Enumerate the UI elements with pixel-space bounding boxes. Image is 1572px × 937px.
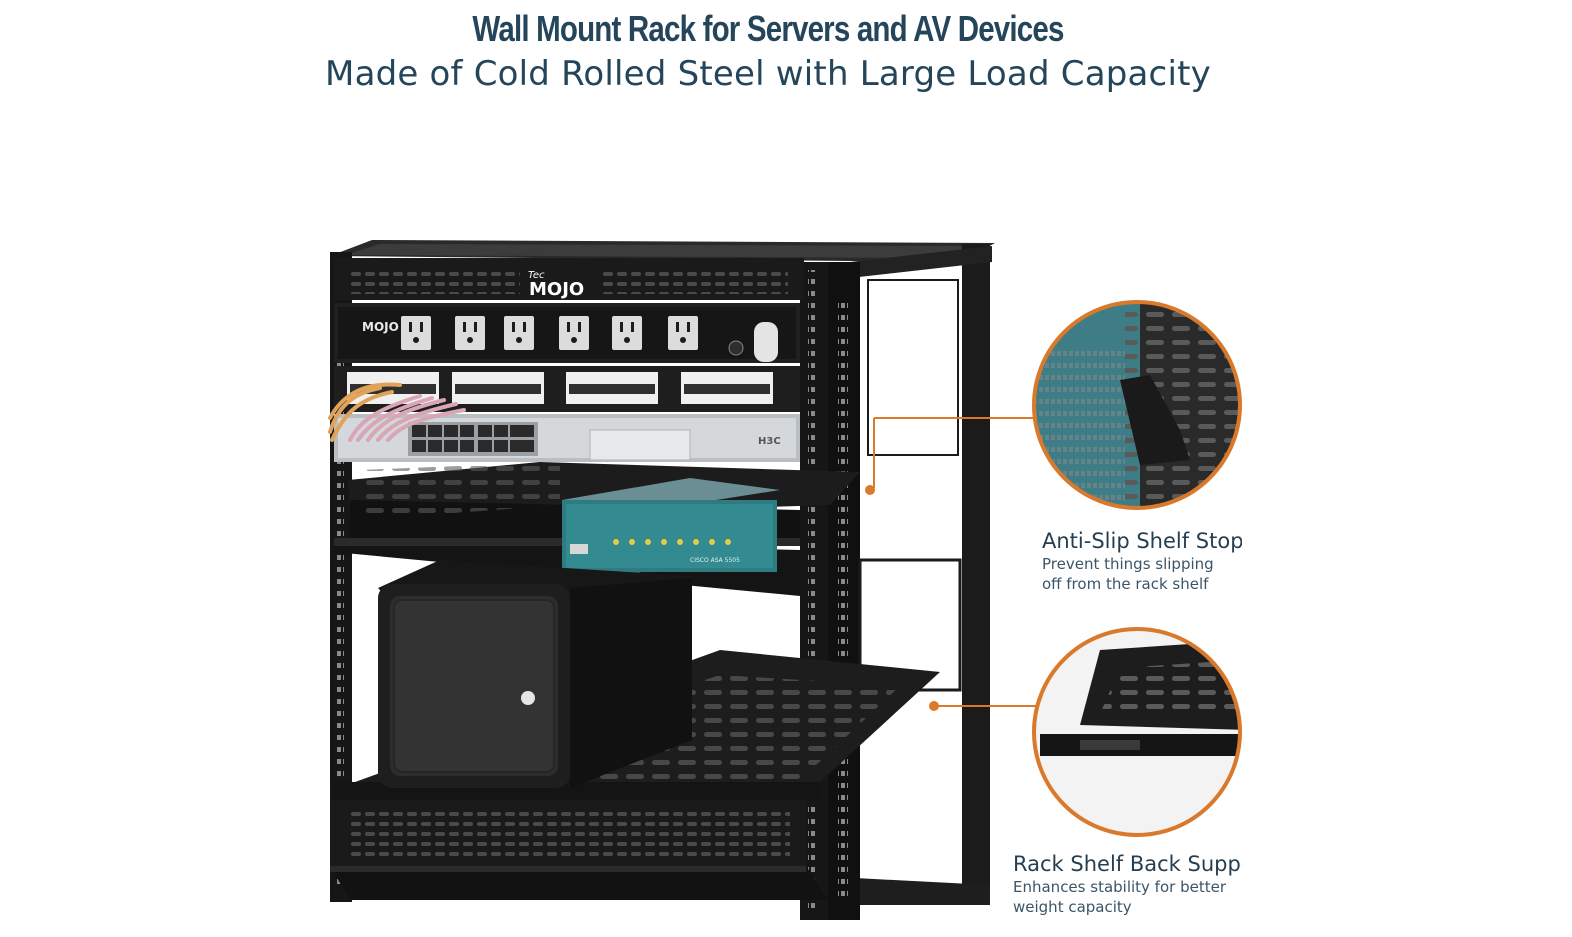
anti-slip-zoom-circle: [1032, 300, 1242, 510]
nas-device: [378, 560, 692, 788]
firewall-brand: CISCO ASA 5505: [690, 557, 740, 564]
callout-title: Anti-Slip Shelf Stop: [1042, 529, 1242, 553]
rack-frame: [330, 240, 995, 920]
firewall-device: CISCO ASA 5505: [562, 478, 780, 574]
rack-logo-small: Tec: [528, 270, 545, 281]
callout-desc: Enhances stability for better: [1013, 878, 1226, 896]
pdu-logo: MOJO: [362, 320, 399, 334]
callout-desc: off from the rack shelf: [1042, 575, 1209, 593]
page-title: Wall Mount Rack for Servers and AV Devic…: [472, 8, 1064, 49]
power-strip: MOJO: [334, 303, 800, 363]
bottom-vent-panel: [330, 800, 828, 900]
callout-title: Rack Shelf Back Support: [1013, 852, 1242, 876]
callout-desc: Prevent things slipping: [1042, 555, 1214, 573]
callout-desc: weight capacity: [1013, 898, 1132, 916]
patch-panel: [334, 366, 800, 412]
top-vent-panel: Tec MOJO: [334, 258, 804, 300]
page-subtitle: Made of Cold Rolled Steel with Large Loa…: [325, 54, 1211, 94]
rack-logo: MOJO: [529, 279, 584, 300]
network-switch: H3C: [334, 414, 800, 462]
back-support-zoom-circle: [1032, 627, 1242, 837]
patch-cables: [328, 382, 466, 442]
back-support-callout-connector: [929, 701, 1037, 711]
anti-slip-callout-connector: [865, 417, 1033, 495]
switch-brand: H3C: [758, 436, 781, 447]
anti-slip-callout: Anti-Slip Shelf Stop Prevent things slip…: [1042, 528, 1242, 594]
back-support-callout: Rack Shelf Back Support Enhances stabili…: [1013, 851, 1242, 917]
